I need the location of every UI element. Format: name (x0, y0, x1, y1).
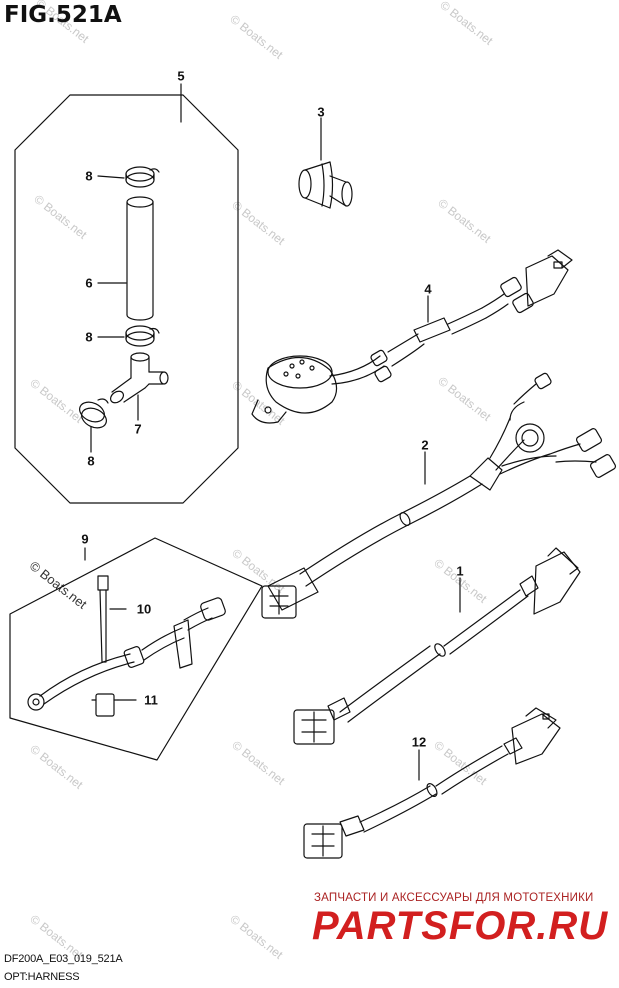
clamp-8-bottom (79, 398, 109, 429)
callout-2: 2 (421, 437, 429, 453)
hose-6 (126, 196, 154, 321)
callout-6: 6 (85, 275, 93, 291)
callout-8-bottom: 8 (87, 453, 95, 469)
shop-tagline: ЗАПЧАСТИ И АКСЕССУАРЫ ДЛЯ МОТОТЕХНИКИ (314, 892, 594, 904)
callout-8-top: 8 (85, 168, 93, 184)
callout-3: 3 (317, 104, 325, 120)
extension-harness-1 (293, 547, 581, 745)
grommet-3 (298, 161, 353, 209)
fuse-holder-11 (91, 693, 119, 717)
clamp-8-middle (125, 325, 160, 347)
clamp-8-top (125, 166, 160, 188)
main-harness-2 (261, 372, 617, 619)
tee-joint-7 (109, 352, 169, 404)
callout-10: 10 (136, 601, 152, 617)
callout-1: 1 (456, 563, 464, 579)
callout-7: 7 (134, 421, 142, 437)
buzzer-harness-4 (251, 249, 573, 424)
cable-tie-10 (97, 575, 109, 663)
callout-5: 5 (177, 68, 185, 84)
callout-11: 11 (144, 692, 158, 708)
figure-title: FIG.521A (4, 2, 122, 28)
callout-9: 9 (81, 531, 89, 547)
extension-harness-12 (303, 707, 561, 859)
model-code: DF200A_E03_019_521A (4, 953, 123, 965)
callout-12: 12 (411, 734, 427, 750)
callout-8-middle: 8 (85, 329, 93, 345)
ground-wire-9 (27, 597, 226, 711)
callout-4: 4 (424, 281, 432, 297)
kit-9-outline (9, 537, 263, 761)
kit-5-outline (14, 94, 239, 504)
section-name: OPT:HARNESS (4, 971, 80, 983)
leader-8-top (97, 175, 125, 179)
shop-logo: PARTSFOR.RU (312, 904, 609, 948)
